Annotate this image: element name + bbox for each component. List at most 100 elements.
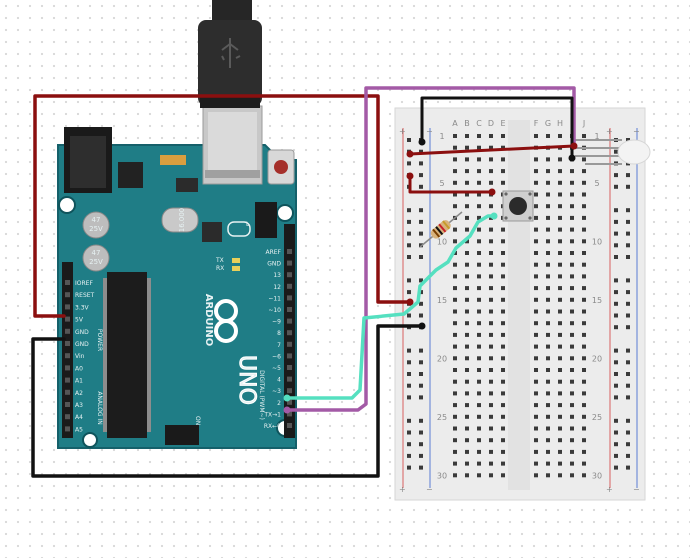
rail-hole xyxy=(407,138,411,142)
usb-interface-chip xyxy=(202,222,222,242)
rail-hole xyxy=(614,290,618,295)
arduino-logo: ARDUINO UNO xyxy=(203,294,260,406)
wires xyxy=(31,86,576,478)
row-number: 25 xyxy=(592,413,602,422)
breadboard-hole xyxy=(582,262,586,267)
breadboard-hole xyxy=(501,391,505,396)
rail-hole xyxy=(407,219,411,224)
breadboard-hole xyxy=(489,134,493,138)
breadboard-hole xyxy=(534,227,538,232)
rail-hole xyxy=(614,173,618,178)
breadboard-hole xyxy=(582,321,586,326)
breadboard-hole xyxy=(582,426,586,431)
breadboard-hole xyxy=(489,426,493,431)
rail-hole xyxy=(626,173,630,178)
wire-endpoints xyxy=(283,138,578,414)
breadboard-hole xyxy=(501,332,505,337)
header-pin xyxy=(65,365,70,371)
header-label: GND xyxy=(75,341,89,348)
header-pin xyxy=(65,353,70,359)
breadboard-hole xyxy=(570,426,574,431)
breadboard-hole xyxy=(534,192,538,197)
breadboard-hole xyxy=(453,169,457,174)
breadboard-hole xyxy=(465,134,469,138)
breadboard-hole xyxy=(582,192,586,197)
breadboard-hole xyxy=(546,204,550,209)
wire-pin2 xyxy=(285,86,576,412)
breadboard-hole xyxy=(501,403,505,408)
row-number: 1 xyxy=(439,132,444,141)
breadboard-hole xyxy=(546,461,550,466)
header-label: A1 xyxy=(75,378,83,385)
header-label: 4 xyxy=(277,377,281,384)
breadboard-hole xyxy=(501,449,505,454)
rail-hole xyxy=(614,465,618,470)
breadboard-hole xyxy=(546,356,550,361)
breadboard-hole xyxy=(534,356,538,361)
header-label: A5 xyxy=(75,426,83,433)
breadboard-hole xyxy=(534,426,538,431)
rail-hole xyxy=(614,372,618,376)
breadboard-hole xyxy=(582,391,586,396)
breadboard-hole xyxy=(453,134,457,138)
column-label: H xyxy=(557,119,563,128)
rail-hole xyxy=(419,465,423,470)
breadboard-hole xyxy=(477,391,481,396)
breadboard-hole xyxy=(453,403,457,408)
breadboard-hole xyxy=(465,379,469,384)
breadboard-hole xyxy=(465,368,469,372)
svg-text:ARDUINO: ARDUINO xyxy=(203,294,214,346)
column-label: C xyxy=(476,119,482,128)
header-label: GND xyxy=(75,329,89,336)
column-label: D xyxy=(488,119,494,128)
breadboard-hole xyxy=(501,157,505,162)
breadboard-hole xyxy=(558,426,562,431)
breadboard-hole xyxy=(534,309,538,314)
icsp-header-bottom xyxy=(165,425,199,445)
breadboard-hole xyxy=(534,239,538,244)
breadboard-hole xyxy=(453,227,457,232)
breadboard-hole xyxy=(570,239,574,244)
column-label: E xyxy=(500,119,505,128)
breadboard-hole xyxy=(501,262,505,267)
breadboard-hole xyxy=(501,438,505,443)
breadboard-hole xyxy=(501,169,505,174)
breadboard-hole xyxy=(570,332,574,337)
breadboard-hole xyxy=(477,449,481,454)
breadboard-hole xyxy=(570,309,574,314)
row-number: 15 xyxy=(592,296,602,305)
header-label: A2 xyxy=(75,390,83,397)
breadboard-hole xyxy=(582,251,586,255)
wire-led-gnd xyxy=(420,96,574,160)
rail-hole xyxy=(614,360,618,365)
breadboard-hole xyxy=(489,274,493,279)
breadboard-hole xyxy=(558,309,562,314)
breadboard-hole xyxy=(477,192,481,197)
breadboard-hole xyxy=(570,192,574,197)
breadboard-hole xyxy=(570,461,574,466)
breadboard-hole xyxy=(465,227,469,232)
breadboard-hole xyxy=(465,215,469,220)
breadboard-hole xyxy=(501,286,505,291)
rail-hole xyxy=(626,383,630,388)
breadboard-hole xyxy=(477,461,481,466)
header-pin xyxy=(287,295,292,301)
breadboard-hole xyxy=(489,262,493,267)
breadboard-hole xyxy=(534,134,538,138)
header-label: ~9 xyxy=(272,319,281,326)
rail-hole xyxy=(614,418,618,423)
breadboard-hole xyxy=(477,438,481,443)
breadboard-hole xyxy=(477,204,481,209)
analog-label: ANALOG IN xyxy=(96,391,103,424)
breadboard-hole xyxy=(558,251,562,255)
breadboard-hole xyxy=(453,461,457,466)
breadboard-hole xyxy=(534,449,538,454)
breadboard-hole xyxy=(453,157,457,162)
header-pin xyxy=(287,283,292,289)
breadboard-hole xyxy=(477,251,481,255)
breadboard-hole xyxy=(570,379,574,384)
breadboard-hole xyxy=(465,438,469,443)
header-label: ~6 xyxy=(272,353,281,360)
breadboard-hole xyxy=(453,379,457,384)
